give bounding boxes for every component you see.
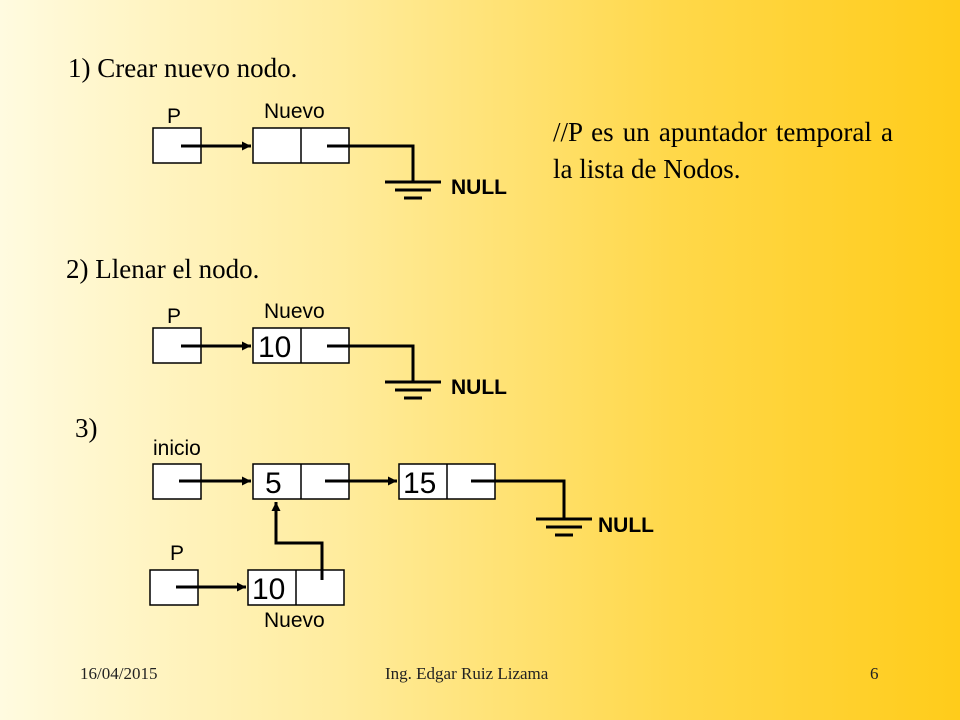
null-ground-icon bbox=[536, 517, 592, 537]
step-3-title: 3) bbox=[75, 413, 98, 443]
node-value: 10 bbox=[258, 331, 291, 364]
footer-date: 16/04/2015 bbox=[80, 664, 158, 683]
null-label: NULL bbox=[451, 376, 507, 399]
pointer-label: P bbox=[167, 105, 181, 128]
step-1-title: 1) Crear nuevo nodo. bbox=[68, 53, 298, 83]
null-label: NULL bbox=[598, 514, 654, 537]
null-label: NULL bbox=[451, 176, 507, 199]
null-ground-icon bbox=[385, 180, 441, 200]
node-label: Nuevo bbox=[264, 300, 325, 323]
pointer-label: P bbox=[167, 305, 181, 328]
pointer-note: //P es un apuntador temporal a la lista … bbox=[553, 117, 893, 184]
temp-pointer-label: P bbox=[170, 542, 184, 565]
new-node-value: 10 bbox=[252, 573, 285, 606]
node-value: 5 bbox=[265, 467, 282, 500]
node-label: Nuevo bbox=[264, 100, 325, 123]
null-ground-icon bbox=[385, 380, 441, 400]
next-link bbox=[327, 344, 415, 382]
new-node-label: Nuevo bbox=[264, 609, 325, 632]
next-link bbox=[327, 144, 415, 182]
node-value: 15 bbox=[403, 467, 436, 500]
step-2-title: 2) Llenar el nodo. bbox=[66, 254, 260, 284]
diagram-2: P Nuevo 10 NULL bbox=[152, 300, 507, 400]
head-pointer-label: inicio bbox=[153, 437, 201, 460]
next-link bbox=[471, 479, 566, 519]
diagram-3: inicio 5 15 NULL P 10 Nuevo bbox=[149, 437, 654, 632]
diagram-1: P Nuevo NULL bbox=[152, 100, 507, 200]
new-node-link-arrow bbox=[271, 502, 324, 580]
footer-page-number: 6 bbox=[870, 664, 879, 683]
footer-author: Ing. Edgar Ruiz Lizama bbox=[385, 664, 549, 683]
